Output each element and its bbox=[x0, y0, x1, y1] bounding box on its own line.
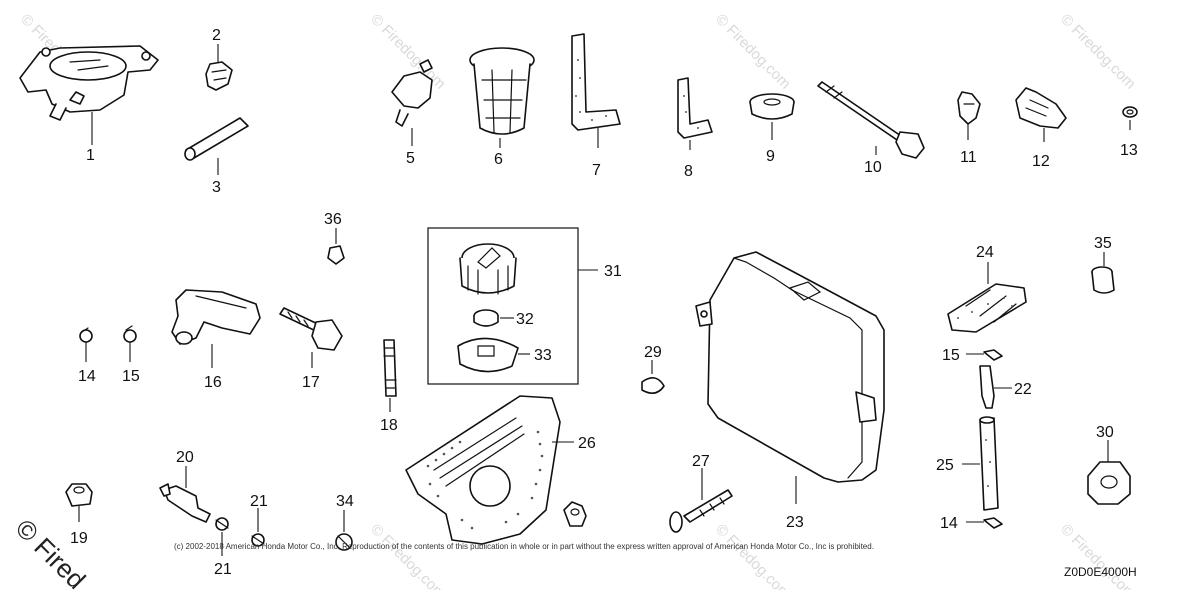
part-9-grommet[interactable] bbox=[749, 93, 795, 140]
callout-21-bottom: 21 bbox=[214, 561, 232, 578]
callout-22: 22 bbox=[1014, 381, 1032, 398]
watermark: © Firedog.com bbox=[1057, 521, 1139, 590]
part-21-clip-b[interactable] bbox=[251, 508, 265, 547]
part-22-pin[interactable] bbox=[979, 365, 1012, 409]
part-34-clip[interactable] bbox=[335, 510, 353, 551]
part-5-fuel-valve[interactable] bbox=[391, 59, 433, 146]
part-30-flange-nut[interactable] bbox=[1087, 440, 1131, 505]
part-29-key[interactable] bbox=[641, 360, 665, 394]
callout-10: 10 bbox=[864, 159, 882, 176]
part-23-muffler[interactable] bbox=[695, 251, 885, 504]
part-20-fuel-filter[interactable] bbox=[159, 466, 211, 523]
part-8-hose[interactable] bbox=[677, 77, 713, 150]
part-27-bolt[interactable] bbox=[669, 468, 733, 533]
part-32-gasket[interactable] bbox=[473, 309, 514, 327]
part-12-bracket[interactable] bbox=[1015, 87, 1067, 142]
part-19-nut[interactable] bbox=[65, 483, 93, 522]
callout-1: 1 bbox=[86, 147, 95, 164]
callout-20: 20 bbox=[176, 449, 194, 466]
callout-35: 35 bbox=[1094, 235, 1112, 252]
callout-6: 6 bbox=[494, 151, 503, 168]
callout-17: 17 bbox=[302, 374, 320, 391]
part-15-clip-right[interactable] bbox=[966, 349, 1003, 361]
part-24-insulator[interactable] bbox=[947, 262, 1027, 333]
callout-5: 5 bbox=[406, 150, 415, 167]
callout-33: 33 bbox=[534, 347, 552, 364]
copyright-notice: (c) 2002-2018 American Honda Motor Co., … bbox=[174, 542, 874, 551]
watermark-corner: © Fired bbox=[10, 513, 92, 590]
callout-27: 27 bbox=[692, 453, 710, 470]
callout-19: 19 bbox=[70, 530, 88, 547]
callout-16: 16 bbox=[204, 374, 222, 391]
fuel-cap-assembly-box bbox=[427, 227, 598, 385]
part-3-tube[interactable] bbox=[184, 117, 249, 175]
watermark: © Firedog.com bbox=[712, 521, 794, 590]
callout-15-right: 15 bbox=[942, 347, 960, 364]
callout-30: 30 bbox=[1096, 424, 1114, 441]
part-35-collar[interactable] bbox=[1091, 252, 1115, 294]
callout-8: 8 bbox=[684, 163, 693, 180]
part-13-washer[interactable] bbox=[1122, 106, 1138, 130]
part-36-bolt[interactable] bbox=[327, 228, 345, 265]
part-16-starter-grip[interactable] bbox=[171, 289, 261, 368]
callout-14: 14 bbox=[78, 368, 96, 385]
callout-34: 34 bbox=[336, 493, 354, 510]
part-18-stud[interactable] bbox=[383, 339, 397, 412]
part-25-hose[interactable] bbox=[962, 416, 999, 511]
part-31-fuel-cap[interactable] bbox=[459, 243, 517, 295]
part-7-hose[interactable] bbox=[571, 33, 621, 148]
callout-11: 11 bbox=[960, 149, 977, 166]
part-14-clip[interactable] bbox=[79, 327, 93, 362]
callout-9: 9 bbox=[766, 148, 775, 165]
part-6-strainer[interactable] bbox=[469, 47, 535, 148]
diagram-code: Z0D0E4000H bbox=[1064, 565, 1137, 579]
callout-12: 12 bbox=[1032, 153, 1050, 170]
callout-13: 13 bbox=[1120, 142, 1138, 159]
callout-3: 3 bbox=[212, 179, 221, 196]
part-nut-center[interactable] bbox=[563, 501, 587, 527]
watermark: © Firedog.com bbox=[712, 11, 794, 93]
part-2-clip[interactable] bbox=[205, 44, 233, 91]
callout-36: 36 bbox=[324, 211, 342, 228]
part-33-seal[interactable] bbox=[457, 337, 530, 373]
callout-29: 29 bbox=[644, 344, 662, 361]
part-1-pump-body[interactable] bbox=[19, 45, 159, 145]
callout-31: 31 bbox=[604, 263, 622, 280]
part-14-clip-right[interactable] bbox=[966, 517, 1003, 529]
callout-14-right: 14 bbox=[940, 515, 958, 532]
part-15-clip[interactable] bbox=[123, 325, 137, 362]
callout-21-top: 21 bbox=[250, 493, 268, 510]
callout-24: 24 bbox=[976, 244, 994, 261]
part-10-bolt[interactable] bbox=[817, 81, 925, 159]
callout-2: 2 bbox=[212, 27, 221, 44]
part-26-heat-shield[interactable] bbox=[405, 395, 574, 545]
callout-15: 15 bbox=[122, 368, 140, 385]
callout-18: 18 bbox=[380, 417, 398, 434]
part-17-flange-bolt[interactable] bbox=[279, 307, 343, 368]
watermark: © Firedog.com bbox=[367, 521, 449, 590]
callout-25: 25 bbox=[936, 457, 954, 474]
callout-23: 23 bbox=[786, 514, 804, 531]
callout-32: 32 bbox=[516, 311, 534, 328]
part-11-clip[interactable] bbox=[957, 91, 981, 140]
callout-26: 26 bbox=[578, 435, 596, 452]
callout-7: 7 bbox=[592, 162, 601, 179]
watermark: © Firedog.com bbox=[1057, 11, 1139, 93]
part-21-clip[interactable] bbox=[215, 517, 229, 556]
